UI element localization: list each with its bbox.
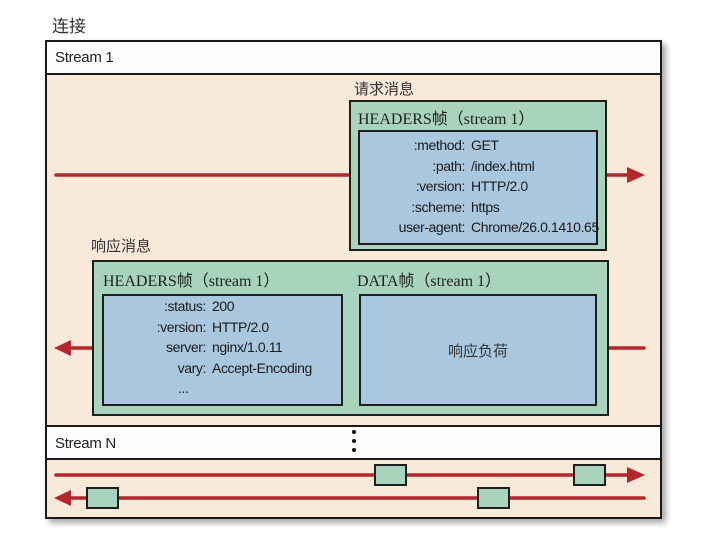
header-key: :method:: [413, 137, 466, 153]
header-row: server: nginx/1.0.11: [104, 337, 312, 358]
response-message-title: 响应消息: [91, 237, 152, 255]
response-header-block: :status: 200 :version: HTTP/2.0 server: …: [102, 294, 343, 406]
header-key: :version:: [156, 318, 207, 335]
header-row: :path: /index.html: [360, 156, 599, 177]
vertical-ellipsis-icon: [352, 430, 356, 457]
header-value: Chrome/26.0.1410.65: [471, 219, 599, 235]
response-data-block: 响应负荷: [359, 294, 597, 406]
header-value: https: [471, 198, 500, 215]
header-value: /index.html: [471, 157, 535, 174]
header-key: :status:: [164, 298, 206, 314]
lane-2-frame: [477, 487, 510, 509]
header-row: vary: Accept-Encoding: [104, 358, 313, 379]
response-arrow-head: [54, 340, 71, 356]
lane-2-arrow-head: [54, 490, 71, 506]
stream-1-header: Stream 1: [47, 42, 660, 75]
response-frames-container: HEADERS帧（stream 1） :status: 200 :version…: [92, 260, 609, 416]
header-row: :version: HTTP/2.0: [360, 176, 599, 197]
request-header-block: :method: GET :path: /index.html :version…: [358, 130, 600, 245]
header-key: user-agent:: [398, 219, 466, 235]
header-value: 200: [212, 298, 235, 314]
lane-1-frame: [573, 464, 606, 486]
connection-box: Stream 1 请求消息 HEADERS帧（stream 1） :method…: [45, 40, 662, 519]
header-row: :method: GET: [360, 135, 599, 156]
header-key: [104, 378, 178, 399]
header-key: :path:: [432, 157, 465, 174]
header-value: HTTP/2.0: [471, 178, 528, 194]
response-header-list: :status: 200 :version: HTTP/2.0 server: …: [104, 296, 313, 399]
stream-n-label: Stream N: [55, 435, 116, 452]
stream-1-label: Stream 1: [55, 49, 114, 66]
request-headers-frame: HEADERS帧（stream 1） :method: GET :path: /…: [349, 100, 607, 251]
connection-label: 连接: [52, 17, 86, 37]
response-payload-label: 响应负荷: [447, 342, 508, 360]
header-key: server:: [166, 339, 206, 355]
header-row: user-agent: Chrome/26.0.1410.65: [360, 217, 600, 238]
lane-1-arrow-head: [627, 467, 645, 483]
header-row: :status: 200: [104, 296, 312, 317]
response-data-frame-title: DATA帧（stream 1）: [357, 273, 502, 290]
stream-n-header: Stream N: [47, 425, 660, 460]
header-value: GET: [471, 137, 499, 153]
lane-1-frame: [374, 464, 407, 486]
request-arrow-head: [627, 167, 645, 183]
header-value: HTTP/2.0: [212, 318, 269, 335]
stream-n-lanes: [54, 464, 646, 509]
header-key: :scheme:: [411, 198, 465, 215]
request-headers-frame-title: HEADERS帧（stream 1）: [358, 111, 535, 128]
header-value: nginx/1.0.11: [212, 339, 283, 355]
header-ellipsis: ...: [178, 380, 189, 396]
request-message-title: 请求消息: [354, 80, 415, 98]
header-key: :version:: [415, 178, 466, 194]
stream-1-arrows: [54, 167, 646, 356]
request-header-list: :method: GET :path: /index.html :version…: [360, 135, 600, 238]
lane-2-frame: [86, 487, 119, 509]
header-row: :version: HTTP/2.0: [104, 317, 312, 338]
header-row: :scheme: https: [360, 197, 599, 218]
header-key: vary:: [177, 359, 207, 376]
response-headers-frame-title: HEADERS帧（stream 1）: [103, 273, 280, 290]
header-value: Accept-Encoding: [212, 359, 312, 376]
header-row: ...: [104, 378, 312, 399]
